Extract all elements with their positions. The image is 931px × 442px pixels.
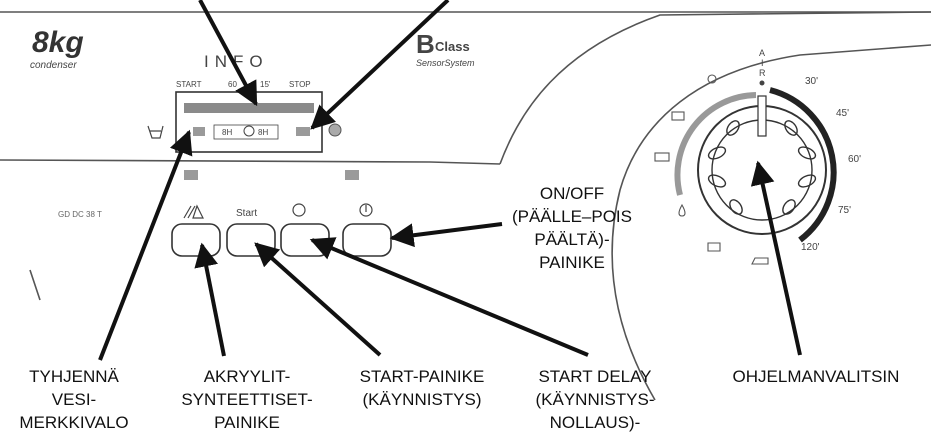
start-button-label: Start: [236, 208, 257, 219]
acrylic-button[interactable]: [171, 223, 221, 257]
dial-30: 30': [805, 76, 818, 87]
onoff-callout: ON/OFF (PÄÄLLE–POIS PÄÄLTÄ)- PAINIKE: [497, 182, 647, 274]
start-line-2: (KÄYNNISTYS): [362, 390, 482, 409]
arrow-onoff: [389, 222, 503, 248]
arrow-dial: [750, 160, 802, 356]
dial-air-i: I: [761, 58, 764, 68]
iron-shirt-icon: [671, 111, 685, 121]
delay-line-3: NOLLAUS)-: [549, 413, 641, 432]
acrylic-led: [184, 170, 198, 180]
tyhjenna-line-2: VESI-: [51, 390, 97, 409]
delay-line-1: START DELAY: [538, 367, 652, 386]
dial-60: 60': [848, 154, 861, 165]
dial-program-icons: [654, 74, 769, 265]
onoff-button[interactable]: [342, 223, 392, 257]
start-button[interactable]: [226, 223, 276, 257]
power-icon: [359, 203, 373, 217]
brand-b-logo: B: [416, 29, 435, 59]
dial-pointer: [757, 95, 767, 137]
akryyli-callout: AKRYYLIT- SYNTEETTISET- PAINIKE: [168, 365, 326, 434]
panel-outline: [0, 11, 931, 401]
dial-air-r: R: [759, 68, 766, 78]
dial-grips: [707, 120, 817, 215]
wool-icon: [707, 242, 721, 252]
start-line-1: START-PAINIKE: [359, 367, 485, 386]
program-dial[interactable]: A I R 30' 45' 60' 75' 120': [654, 48, 861, 265]
arrow-akryyli: [194, 242, 226, 357]
indicator-dot: [328, 123, 342, 137]
display-stop-label: STOP: [289, 80, 311, 89]
water-container-icon: [147, 125, 164, 139]
acrylic-icon: [183, 204, 204, 219]
sun-icon: [707, 74, 717, 84]
dial-gray-arc: [674, 92, 757, 196]
arrow-delay: [309, 237, 589, 357]
tyhjenna-line-1: TYHJENNÄ: [29, 367, 119, 386]
onoff-line-3: PÄÄLTÄ)-: [534, 230, 610, 249]
capacity-label: 8kg: [32, 26, 84, 59]
time-box: [213, 124, 279, 140]
arrow-tyhjenna: [98, 129, 193, 361]
dial-45: 45': [836, 108, 849, 119]
callout-arrows: [98, 0, 802, 361]
start-delay-icon: [292, 203, 306, 217]
akryyli-line-2: SYNTEETTISET-: [181, 390, 313, 409]
cupboard-icon: [654, 152, 670, 162]
dial-line-1: OHJELMANVALITSIN: [732, 367, 900, 386]
dial-top-dot: [759, 80, 765, 86]
display-start-label: START: [176, 80, 202, 89]
model-code: GD DC 38 T: [58, 210, 102, 219]
clock-icon: [243, 125, 255, 137]
onoff-line-4: PAINIKE: [539, 253, 605, 272]
display-15-label: 15': [260, 80, 271, 89]
arrow-progress: [198, 0, 258, 107]
condenser-label: condenser: [30, 60, 77, 71]
drop-icon: [678, 203, 686, 217]
arrow-start: [254, 242, 382, 357]
dial-120: 120': [801, 242, 820, 253]
dial-black-arc: [769, 87, 837, 243]
display-60-label: 60: [228, 80, 237, 89]
onoff-line-2: (PÄÄLLE–POIS: [511, 207, 632, 226]
time-left: 8H: [222, 128, 232, 137]
tyhjenna-line-3: MERKKIVALO: [19, 413, 129, 432]
dial-75: 75': [838, 205, 851, 216]
progress-bar: [184, 103, 314, 113]
dial-callout: OHJELMANVALITSIN: [706, 365, 926, 388]
brand-class-label: Class: [435, 39, 470, 54]
sensor-system-label: SensorSystem: [416, 58, 475, 68]
dial-air-a: A: [759, 48, 765, 58]
start-delay-button[interactable]: [280, 223, 330, 257]
onoff-led: [345, 170, 359, 180]
arrow-stop-led: [310, 0, 450, 130]
akryyli-line-1: AKRYYLIT-: [203, 367, 291, 386]
info-display: START 60 15' STOP 8H 8H: [147, 80, 342, 153]
dial-time-labels: 30' 45' 60' 75' 120': [801, 76, 861, 253]
akryyli-line-3: PAINIKE: [214, 413, 280, 432]
onoff-line-1: ON/OFF: [539, 184, 605, 203]
display-frame: [175, 91, 323, 153]
empty-water-led: [193, 127, 205, 136]
tyhjenna-callout: TYHJENNÄ VESI- MERKKIVALO: [0, 365, 148, 434]
start-callout: START-PAINIKE (KÄYNNISTYS): [342, 365, 502, 411]
delay-line-2: (KÄYNNISTYS-: [535, 390, 655, 409]
time-right: 8H: [258, 128, 268, 137]
iron-icon: [751, 257, 769, 265]
delay-callout: START DELAY (KÄYNNISTYS- NOLLAUS)-: [520, 365, 670, 434]
stop-led: [296, 127, 310, 136]
dial-air-letters: A I R: [759, 48, 766, 78]
